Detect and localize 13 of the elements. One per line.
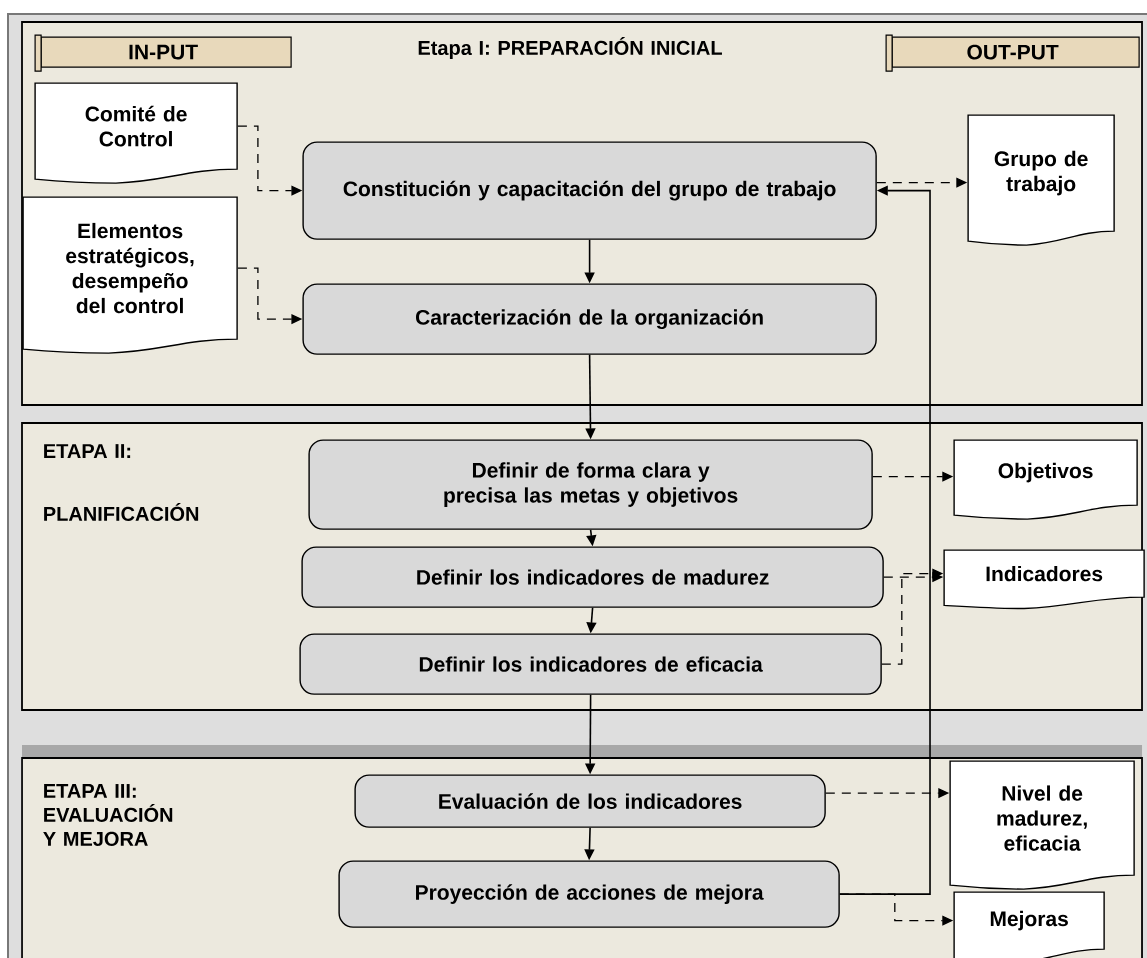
process-box: Definir los indicadores de madurez [301, 546, 884, 608]
process-box: Constitución y capacitación del grupo de trabajo [302, 141, 877, 240]
stage-heading: PLANIFICACIÓN [44, 503, 199, 521]
process-box: Proyección de acciones de mejora [338, 860, 840, 928]
stage-heading: ETAPA II: [44, 444, 131, 458]
scroll-banner: OUT-PUT [885, 34, 1140, 72]
process-box: Definir los indicadores de eficacia [299, 633, 882, 695]
process-box: Definir de forma clara y precisa las metas y objetivos [308, 439, 873, 530]
process-box: Evaluación de los indicadores [354, 774, 826, 828]
stage-heading: Etapa I: PREPARACIÓN INICIAL [418, 37, 722, 59]
scroll-banner: IN-PUT [34, 34, 292, 72]
stage-heading: ETAPA III: EVALUACIÓN Y MEJORA [43, 784, 173, 846]
process-box: Caracterización de la organización [302, 283, 877, 355]
